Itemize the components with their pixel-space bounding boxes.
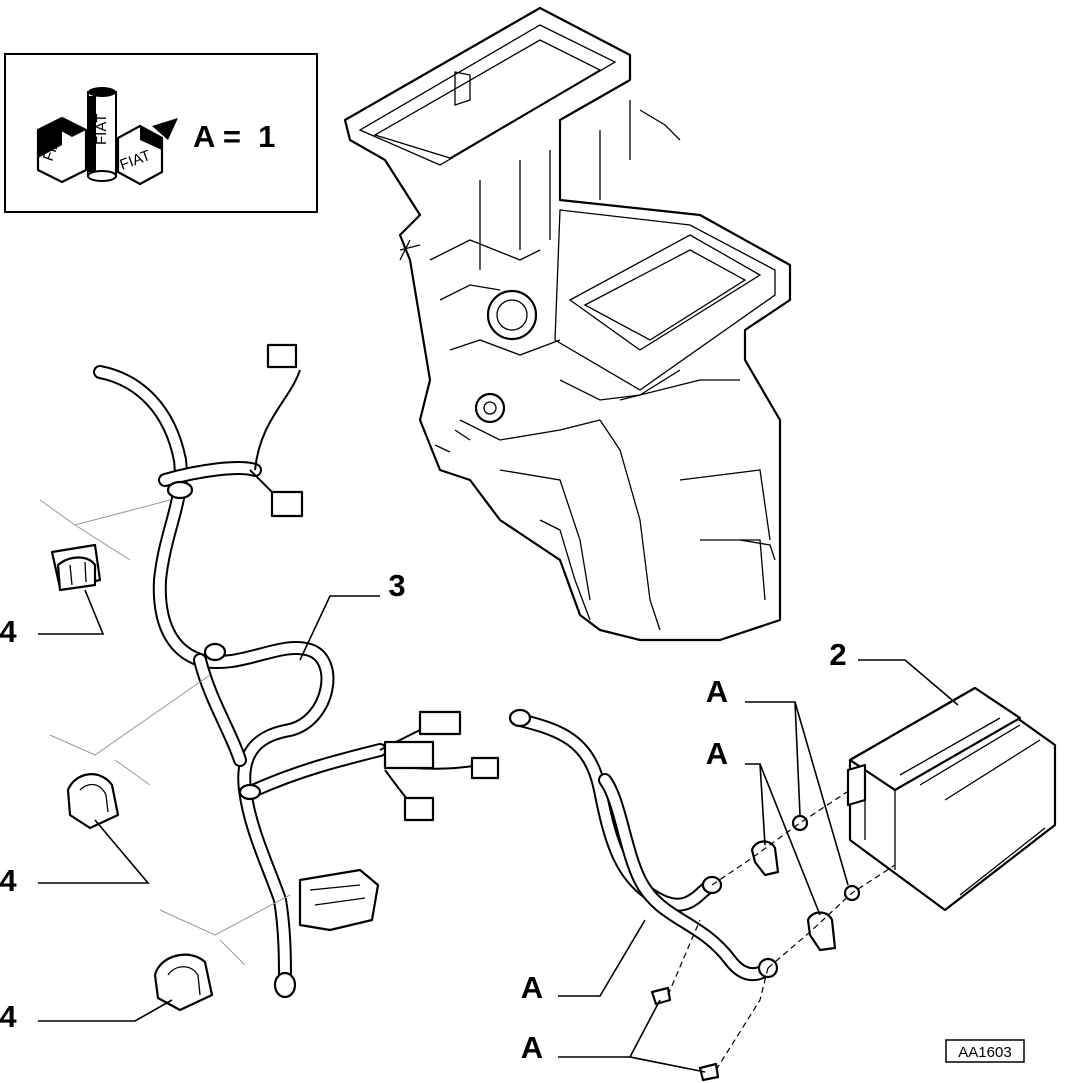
callout-a-screws: A: [521, 1030, 543, 1065]
pipe-seal-upper: [791, 814, 809, 832]
leader-lines: [38, 589, 959, 1073]
callout-a-clamp: A: [706, 736, 728, 771]
fiat-grease-product-icon: FIAT FIAT FIAT: [36, 87, 178, 186]
pipe-clamp-upper: [750, 840, 780, 877]
wiring-harness-drawing: [93, 343, 500, 999]
heater-pipes-drawing: [508, 708, 779, 982]
callout-item-4-top: 4: [0, 614, 17, 649]
callout-item-4-bottom: 4: [0, 999, 17, 1034]
callout-a-seal: A: [706, 674, 728, 709]
brand-mark-2: FIAT: [93, 114, 110, 145]
callout-a-pipe: A: [521, 970, 543, 1005]
reference-code: AA1603: [958, 1044, 1011, 1061]
assembly-dashed-lines: [667, 789, 896, 1071]
heater-core-drawing: [846, 686, 1057, 912]
clip-guide-lines: [39, 499, 291, 966]
harness-clip-bottom: [153, 953, 214, 1012]
pipe-clamp-lower: [806, 911, 837, 952]
legend-box: FIAT FIAT FIAT A = 1: [4, 53, 318, 213]
legend-text: A = 1: [193, 119, 275, 154]
screw-upper: [650, 986, 672, 1006]
callout-item-2: 2: [829, 637, 846, 672]
harness-clip-top: [50, 543, 102, 592]
callout-item-3: 3: [388, 568, 405, 603]
callout-item-4-middle: 4: [0, 863, 17, 898]
screw-lower: [698, 1062, 720, 1082]
heater-housing-drawing: [343, 6, 792, 642]
harness-clip-middle: [66, 773, 120, 830]
reference-code-box: AA1603: [945, 1039, 1025, 1063]
